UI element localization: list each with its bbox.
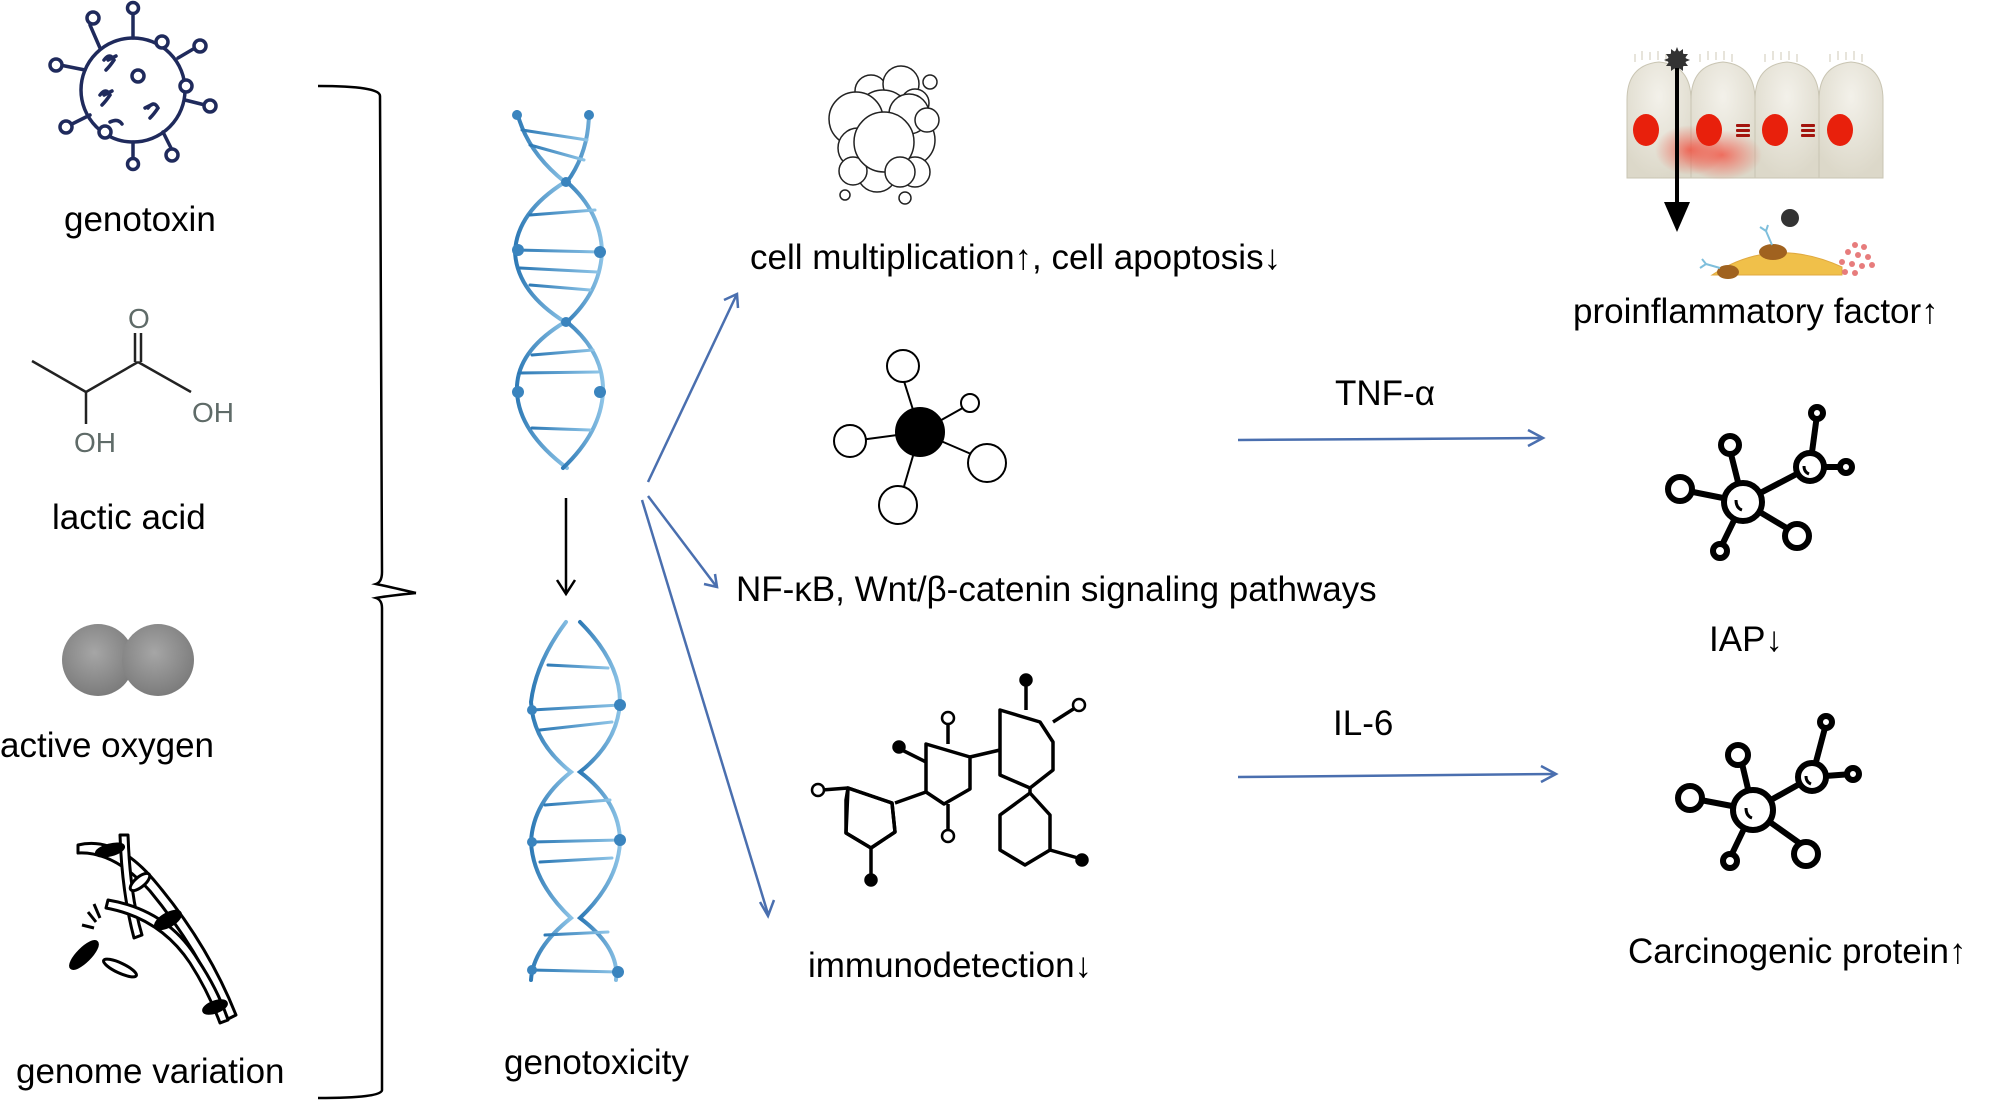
outcome-label-proinflammatory: proinflammatory factor↑ — [1573, 292, 1939, 331]
epithelial-cells-icon — [1626, 47, 1884, 279]
cause-label-genome-variation: genome variation — [16, 1052, 285, 1091]
effect-label-immunodetection: immunodetection↓ — [808, 946, 1093, 985]
branch-arrow-up — [646, 292, 740, 483]
protein-network-icon — [1675, 713, 1862, 871]
effect-label-signaling-pathways: NF-κB, Wnt/β-catenin signaling pathways — [736, 570, 1377, 609]
outcome-label-iap: IAP↓ — [1709, 620, 1783, 659]
oxygen-molecule-icon — [62, 624, 194, 696]
damaged-dna-helix-icon — [527, 620, 626, 982]
cause-label-lactic-acid: lactic acid — [52, 498, 206, 537]
il6-arrow — [1237, 764, 1559, 784]
cause-label-genotoxin: genotoxin — [64, 200, 216, 239]
mediator-label-il6: IL-6 — [1333, 704, 1394, 743]
molecule-icon — [833, 349, 1007, 525]
bracket — [317, 84, 417, 1100]
mediator-label-tnf-alpha: TNF-α — [1335, 374, 1435, 413]
protein-network-icon — [1665, 404, 1855, 561]
tnf-arrow — [1237, 428, 1546, 448]
cause-label-active-oxygen: active oxygen — [0, 726, 215, 765]
cell-cluster-icon — [828, 65, 940, 205]
outcome-label-carcinogenic-protein: Carcinogenic protein↑ — [1628, 932, 1967, 971]
effect-label-cell-multiplication: cell multiplication↑, cell apoptosis↓ — [750, 238, 1282, 277]
center-label-genotoxicity: genotoxicity — [504, 1043, 689, 1082]
down-arrow — [555, 498, 577, 597]
broken-dna-icon — [69, 833, 238, 1025]
atom-label: O — [128, 303, 150, 334]
atom-label: OH — [192, 397, 234, 428]
lactic-acid-structure-icon: O OH OH — [31, 303, 234, 458]
atom-label: OH — [74, 427, 116, 458]
branch-arrow-middle — [647, 495, 719, 589]
virus-icon — [48, 0, 218, 172]
branch-arrow-down — [640, 499, 776, 919]
chemical-structure-icon — [810, 673, 1089, 887]
dna-helix-icon — [512, 110, 606, 470]
